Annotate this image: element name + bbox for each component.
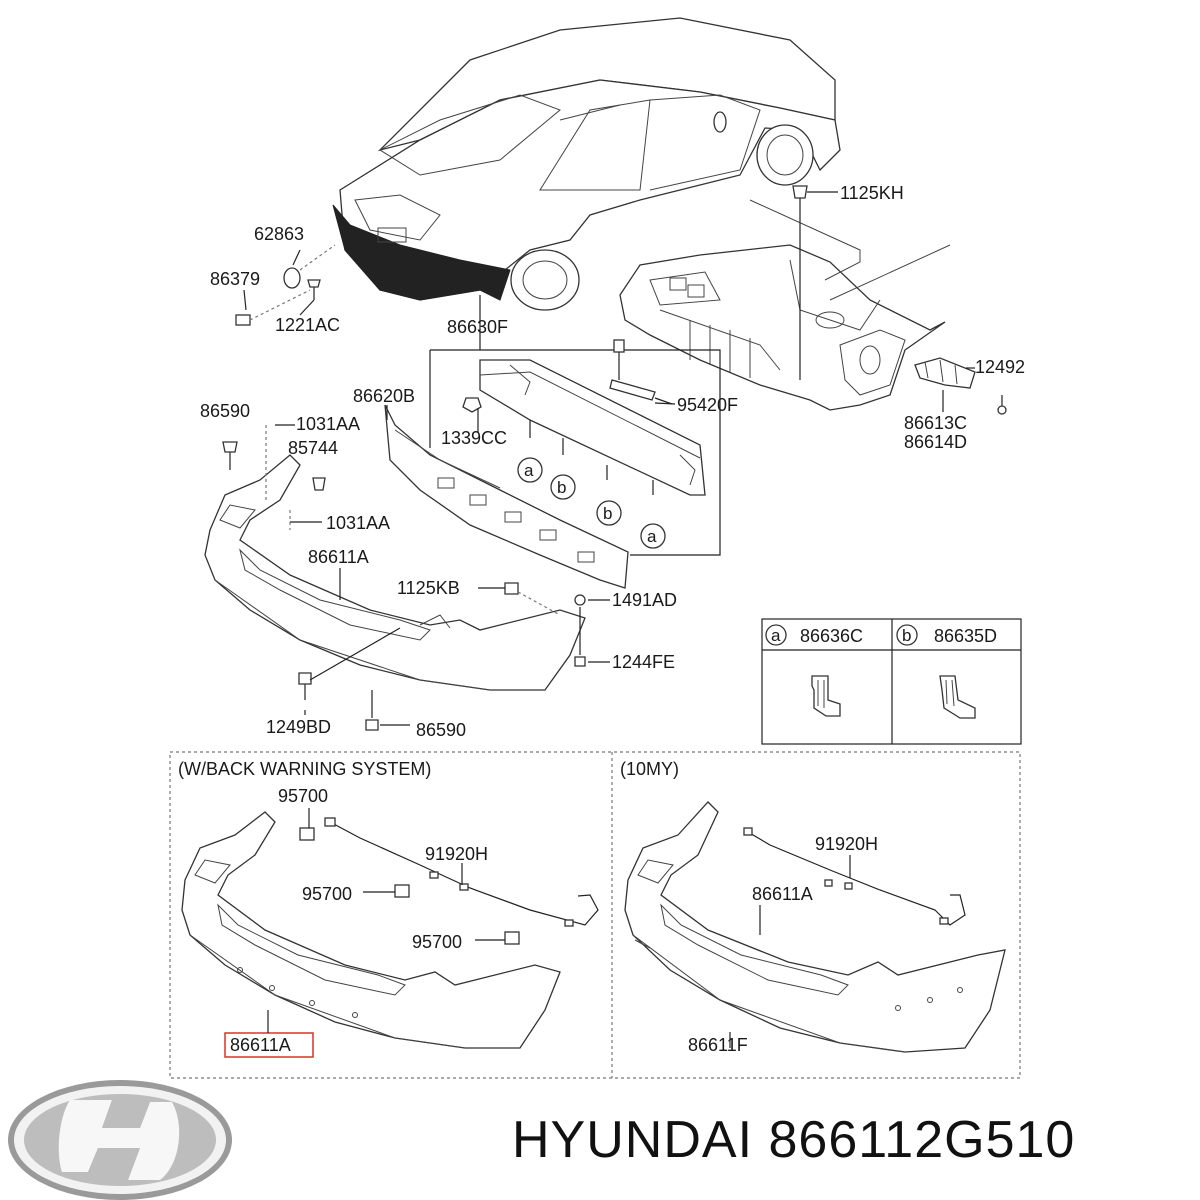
label-86379: 86379 [210, 269, 260, 289]
rear-panel-illustration [619, 185, 1007, 415]
label-left-86611A: 86611A [230, 1035, 291, 1055]
legend-b-code: 86635D [934, 626, 997, 646]
highlight-box-86611A [224, 1032, 314, 1058]
callout-b-1: b [557, 478, 566, 497]
label-1031AA-top: 1031AA [296, 414, 360, 434]
legend-a-marker: a [771, 626, 781, 645]
plate-bracket-parts [235, 244, 336, 326]
label-86590-bottom: 86590 [416, 720, 466, 740]
label-86614D: 86614D [904, 432, 967, 452]
leader-lines [243, 191, 975, 726]
label-86620B: 86620B [353, 386, 415, 406]
part-labels: 62863 86379 1221AC 1125KH 86630F 12492 9… [200, 183, 1025, 740]
bumper-cover-illustration [204, 425, 586, 731]
reinforcement-beam-group [429, 295, 721, 556]
label-1244FE: 1244FE [612, 652, 675, 672]
label-62863: 62863 [254, 224, 304, 244]
label-left-95700-mid: 95700 [302, 884, 352, 904]
label-left-95700-top: 95700 [278, 786, 328, 806]
label-86613C: 86613C [904, 413, 967, 433]
label-left-91920H: 91920H [425, 844, 488, 864]
label-86611A: 86611A [308, 547, 369, 567]
label-1249BD: 1249BD [266, 717, 331, 737]
callouts: a b b a [517, 457, 666, 549]
label-95420F: 95420F [677, 395, 738, 415]
label-86630F: 86630F [447, 317, 508, 337]
section-title-back-warning: (W/BACK WARNING SYSTEM) [178, 759, 431, 779]
label-12492: 12492 [975, 357, 1025, 377]
label-85744: 85744 [288, 438, 338, 458]
clip-legend-table: a 86636C b 86635D [761, 618, 1022, 745]
part-number-caption: HYUNDAI 866112G510 [512, 1111, 1076, 1169]
callout-a-1: a [524, 461, 534, 480]
label-left-95700-bottom: 95700 [412, 932, 462, 952]
label-86590-top: 86590 [200, 401, 250, 421]
variant-sections: (W/BACK WARNING SYSTEM) (10MY) 95700 919… [169, 751, 1021, 1079]
car-body-illustration [332, 17, 841, 311]
hyundai-logo [8, 1080, 232, 1200]
label-right-86611A: 86611A [752, 884, 813, 904]
label-1031AA-bottom: 1031AA [326, 513, 390, 533]
label-1125KH: 1125KH [840, 183, 904, 203]
energy-absorber-illustration [384, 404, 629, 589]
label-1125KB: 1125KB [397, 578, 460, 598]
legend-a-code: 86636C [800, 626, 863, 646]
section-title-10my: (10MY) [620, 759, 679, 779]
label-right-91920H: 91920H [815, 834, 878, 854]
legend-b-marker: b [902, 626, 911, 645]
label-right-86611F: 86611F [688, 1035, 748, 1055]
callout-a-2: a [647, 527, 657, 546]
label-1221AC: 1221AC [275, 315, 340, 335]
label-1491AD: 1491AD [612, 590, 677, 610]
label-1339CC: 1339CC [441, 428, 507, 448]
callout-b-2: b [603, 504, 612, 523]
